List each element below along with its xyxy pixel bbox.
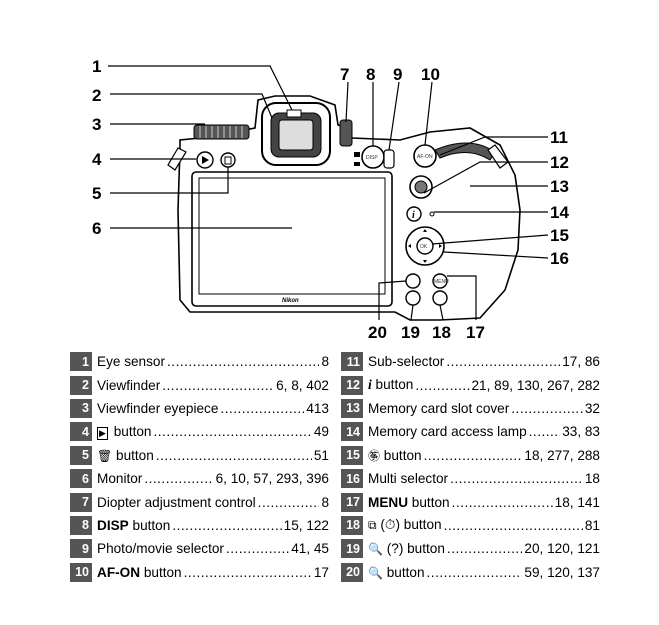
legend-row: 4▶ button49 bbox=[70, 420, 329, 443]
legend-row: 2Viewfinder6, 8, 402 bbox=[70, 373, 329, 396]
svg-text:i: i bbox=[412, 210, 415, 221]
multi-selector[interactable]: OK bbox=[405, 226, 445, 266]
legend-row: 15㉇ button18, 277, 288 bbox=[341, 444, 600, 467]
eye-sensor bbox=[286, 109, 302, 118]
delete-button[interactable] bbox=[220, 152, 236, 168]
callout-14: 14 bbox=[550, 203, 569, 222]
callout-19: 19 bbox=[401, 323, 420, 342]
svg-text:AF-ON: AF-ON bbox=[417, 154, 433, 160]
callout-11: 11 bbox=[550, 128, 568, 147]
callout-18: 18 bbox=[432, 323, 451, 342]
svg-text:MENU: MENU bbox=[434, 279, 449, 285]
release-mode-button[interactable] bbox=[432, 290, 448, 306]
zoom-out-button[interactable] bbox=[405, 290, 421, 306]
callout-7: 7 bbox=[340, 65, 349, 84]
legend-row: 5🗑 button51 bbox=[70, 444, 329, 467]
svg-text:OK: OK bbox=[420, 244, 428, 250]
callout-12: 12 bbox=[550, 153, 569, 172]
legend-row: 20🔍 button59, 120, 137 bbox=[341, 561, 600, 584]
disp-button[interactable]: DISP bbox=[361, 145, 385, 169]
leader-lines bbox=[108, 65, 549, 321]
callout-6: 6 bbox=[92, 219, 101, 238]
legend-row: 12i button21, 89, 130, 267, 282 bbox=[341, 373, 600, 396]
ok-icon: ㉇ bbox=[368, 448, 381, 463]
i-button[interactable]: i bbox=[406, 206, 422, 222]
callout-5: 5 bbox=[92, 184, 101, 203]
svg-text:DISP: DISP bbox=[366, 155, 378, 161]
monitor bbox=[191, 171, 393, 307]
info-icon: i bbox=[368, 377, 372, 393]
viewfinder-eyepiece bbox=[261, 102, 331, 166]
playback-icon: ▶ bbox=[97, 426, 108, 440]
legend-row: 6Monitor6, 10, 57, 293, 396 bbox=[70, 467, 329, 490]
callout-20: 20 bbox=[368, 323, 387, 342]
legend-row: 19🔍 (?) button20, 120, 121 bbox=[341, 537, 600, 560]
sub-selector[interactable] bbox=[409, 175, 433, 199]
callout-2: 2 bbox=[92, 86, 101, 105]
menu-button[interactable]: MENU bbox=[432, 273, 449, 289]
callout-15: 15 bbox=[550, 226, 569, 245]
callout-17: 17 bbox=[466, 323, 485, 342]
callout-16: 16 bbox=[550, 249, 569, 268]
callout-1: 1 bbox=[92, 57, 101, 76]
callout-3: 3 bbox=[92, 115, 101, 134]
callout-13: 13 bbox=[550, 177, 569, 196]
zoom-out-icon: 🔍 bbox=[368, 542, 383, 557]
callout-10: 10 bbox=[421, 65, 440, 84]
diopter-dial bbox=[339, 119, 353, 147]
playback-button[interactable] bbox=[196, 151, 214, 169]
legend-row: 18⧉ (⏱) button81 bbox=[341, 514, 600, 537]
release-mode-icon: ⧉ bbox=[368, 518, 377, 533]
af-on-button[interactable]: AF-ON bbox=[413, 144, 437, 168]
callout-9: 9 bbox=[393, 65, 402, 84]
callout-8: 8 bbox=[366, 65, 375, 84]
brand-logo: Nikon bbox=[282, 298, 299, 304]
zoom-in-icon: 🔍 bbox=[368, 565, 383, 580]
trash-icon: 🗑 bbox=[97, 448, 113, 463]
mode-dial-left bbox=[193, 124, 250, 140]
zoom-in-button[interactable] bbox=[405, 273, 421, 289]
camera-diagram: Nikon DISP AF-ON i OK bbox=[92, 57, 569, 342]
callout-4: 4 bbox=[92, 150, 102, 169]
memory-card-access-lamp bbox=[429, 211, 435, 217]
photo-movie-selector[interactable] bbox=[354, 149, 395, 169]
